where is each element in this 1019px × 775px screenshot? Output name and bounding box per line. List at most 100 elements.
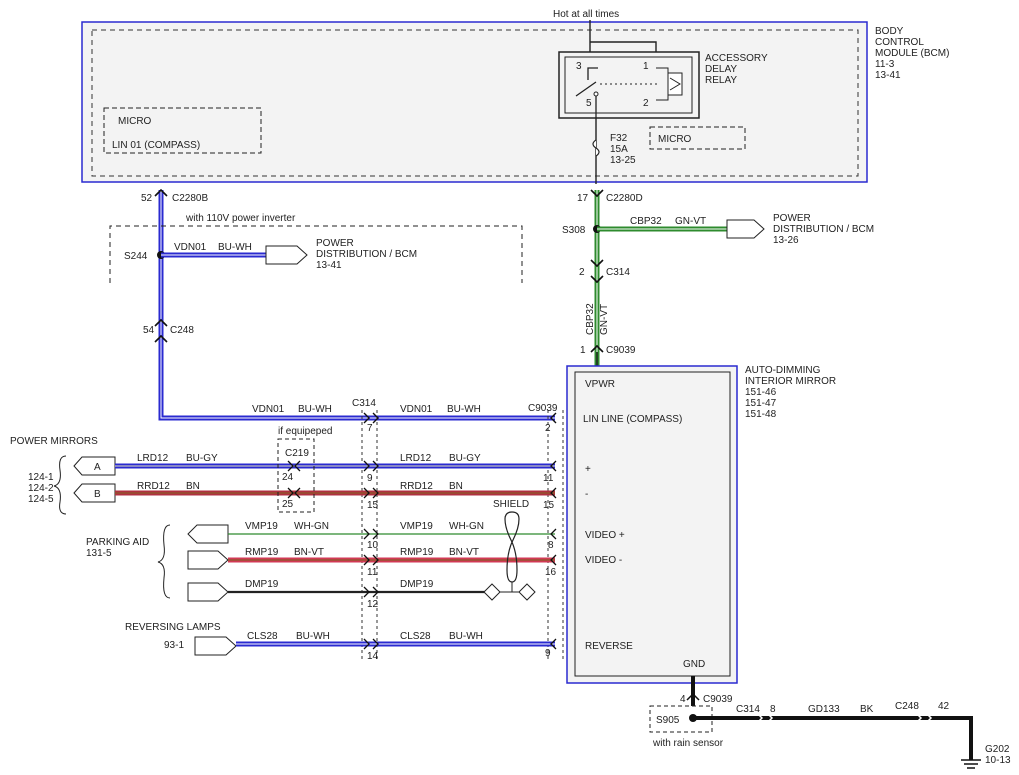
c9039-mid-label: C9039 — [528, 403, 558, 414]
power-dist-right-connector — [726, 219, 765, 239]
wire-cbp32-vertical-circuit: CBP32 — [585, 303, 596, 335]
c314-pin-rmp19: 11 — [367, 567, 378, 578]
c314-pin-vmp19: 10 — [367, 540, 379, 551]
micro-box-line: LIN 01 (COMPASS) — [112, 140, 200, 151]
dmp19-right-circuit: DMP19 — [400, 579, 434, 590]
lrd12-right-color: BU-GY — [449, 453, 481, 464]
vdn01-left-circuit: VDN01 — [252, 404, 285, 415]
parking-aid-connector-1 — [187, 524, 229, 544]
c248-gnd-label: C248 — [895, 701, 919, 712]
rrd12-left-circuit: RRD12 — [137, 481, 170, 492]
c219-label: C219 — [285, 448, 309, 459]
hot-at-all-times-label: Hot at all times — [553, 9, 619, 20]
rrd12-left-color: BN — [186, 481, 200, 492]
ground-symbol-icon — [961, 759, 981, 769]
mirror-module-inner — [574, 371, 731, 677]
reversing-lamps-connector — [194, 636, 237, 656]
power-mirrors-title: POWER MIRRORS — [10, 436, 98, 447]
wire-vdn01-branch-color: BU-WH — [218, 242, 252, 253]
reversing-lamps-title: REVERSING LAMPS — [125, 622, 221, 633]
c314-pin-lrd12: 9 — [367, 473, 373, 484]
vmp19-right-color: WH-GN — [449, 521, 484, 532]
wire-vdn01-vertical-core — [160, 190, 555, 419]
mirror-pin-lin: LIN LINE (COMPASS) — [583, 414, 682, 425]
power-dist-left-label: POWER DISTRIBUTION / BCM 13-41 — [316, 238, 420, 271]
power-mirrors-refs: 124-1 124-2 124-5 — [28, 472, 56, 505]
wire-vdn01-vertical — [158, 190, 555, 421]
inverter-note: with 110V power inverter — [185, 213, 296, 224]
mirror-pin-minus: - — [585, 489, 588, 500]
c9039-pin-lrd12: 11 — [543, 473, 554, 484]
rrd12-right-color: BN — [449, 481, 463, 492]
power-mirrors-brace — [53, 455, 67, 515]
c219-connector — [287, 460, 301, 499]
c2280b-label: C2280B — [172, 193, 208, 204]
c314-vdn01-connector — [363, 412, 379, 424]
c314-gnd-label: C314 — [736, 704, 760, 715]
mirror-pin-video-minus: VIDEO - — [585, 555, 622, 566]
c219-pin-24: 24 — [282, 472, 294, 483]
c2280d-pin: 17 — [577, 193, 589, 204]
parking-aid-ref: 131-5 — [86, 548, 112, 559]
gd133-circuit: GD133 — [808, 704, 840, 715]
vdn01-right-circuit: VDN01 — [400, 404, 433, 415]
c314-gnd-pin: 8 — [770, 704, 776, 715]
wire-vdn01-branch-circuit: VDN01 — [174, 242, 207, 253]
c9039-gnd-pin: 4 — [680, 694, 686, 705]
c314-gnd-connector — [755, 711, 774, 725]
bcm-title: BODY CONTROL MODULE (BCM) 11-3 13-41 — [875, 26, 952, 81]
dmp19-left-circuit: DMP19 — [245, 579, 279, 590]
s905-label: S905 — [656, 715, 680, 726]
c314-top-pin: 2 — [579, 267, 585, 278]
cls28-right-color: BU-WH — [449, 631, 483, 642]
c9039-pin-cls28: 9 — [545, 648, 551, 659]
shield-icon — [504, 511, 520, 583]
c9039-lrd-rrd-connectors — [550, 460, 557, 499]
mirror-pin-plus: + — [585, 464, 591, 475]
relay-pin-2: 2 — [643, 98, 649, 109]
bcm-module-box — [81, 21, 868, 183]
vmp19-right-circuit: VMP19 — [400, 521, 433, 532]
cls28-connectors — [363, 638, 557, 650]
relay-title: ACCESSORY DELAY RELAY — [705, 53, 770, 86]
c248-label: C248 — [170, 325, 194, 336]
power-dist-left-connector — [265, 245, 308, 265]
cls28-left-color: BU-WH — [296, 631, 330, 642]
c2280d-label: C2280D — [606, 193, 643, 204]
c248-connector — [154, 318, 168, 343]
c9039-vdn01-connector — [550, 412, 557, 424]
mirror-connector-b-label: B — [94, 489, 101, 500]
relay-micro-label: MICRO — [658, 134, 692, 145]
c2280d-connector — [590, 189, 604, 198]
s308-label: S308 — [562, 225, 586, 236]
g202-ref: 10-13 — [985, 755, 1011, 766]
c9039-top-label: C9039 — [606, 345, 636, 356]
relay-inner-box — [564, 56, 693, 114]
c314-lrd-rrd-connectors — [363, 460, 379, 499]
wire-cbp32-branch-color: GN-VT — [675, 216, 706, 227]
c9039-pin-rrd12: 15 — [543, 500, 555, 511]
rrd12-right-circuit: RRD12 — [400, 481, 433, 492]
relay-pin-3: 3 — [576, 61, 582, 72]
c9039-pin-vdn01: 2 — [545, 423, 551, 434]
c248-gnd-connector — [914, 711, 933, 725]
g202-label: G202 — [985, 744, 1010, 755]
wire-cbp32-vertical-color: GN-VT — [599, 304, 610, 335]
c314-pin-dmp19: 12 — [367, 599, 379, 610]
c219-pin-25: 25 — [282, 499, 294, 510]
c9039-gnd-label: C9039 — [703, 694, 733, 705]
vdn01-right-color: BU-WH — [447, 404, 481, 415]
rain-sensor-note: with rain sensor — [652, 738, 724, 749]
parking-aid-title: PARKING AID — [86, 537, 149, 548]
wire-cbp32-branch-circuit: CBP32 — [630, 216, 662, 227]
relay-contact — [593, 91, 599, 97]
cls28-left-circuit: CLS28 — [247, 631, 278, 642]
mirror-pin-gnd: GND — [683, 659, 705, 670]
parking-aid-connector-2 — [187, 550, 229, 570]
rmp19-left-color: BN-VT — [294, 547, 324, 558]
rmp19-left-circuit: RMP19 — [245, 547, 279, 558]
c314-mid-label: C314 — [352, 398, 376, 409]
c9039-gnd-connector — [686, 692, 700, 701]
gd133-color: BK — [860, 704, 874, 715]
